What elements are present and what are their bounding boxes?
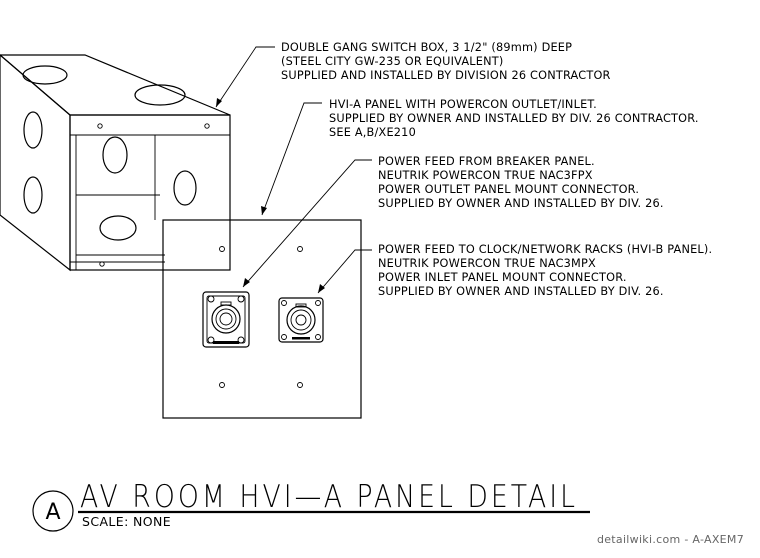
svg-text:(STEEL CITY GW-235 OR EQUIVALE: (STEEL CITY GW-235 OR EQUIVALENT) (281, 55, 503, 68)
svg-text:SUPPLIED AND INSTALLED BY DIVI: SUPPLIED AND INSTALLED BY DIVISION 26 CO… (281, 69, 611, 82)
svg-text:SUPPLIED BY OWNER AND INSTALLE: SUPPLIED BY OWNER AND INSTALLED BY DIV. … (329, 112, 699, 125)
title-block: A AV ROOM HVI—A PANEL DETAIL SCALE: NONE (32, 479, 590, 532)
svg-text:POWER FEED TO CLOCK/NETWORK RA: POWER FEED TO CLOCK/NETWORK RACKS (HVI-B… (378, 243, 712, 256)
note-power-feed-breaker: POWER FEED FROM BREAKER PANEL. NEUTRIK P… (378, 155, 664, 210)
svg-text:SUPPLIED BY OWNER AND INSTALLE: SUPPLIED BY OWNER AND INSTALLED BY DIV. … (378, 197, 664, 210)
screw-hole (297, 382, 303, 388)
svg-text:POWER OUTLET PANEL MOUNT CONNE: POWER OUTLET PANEL MOUNT CONNECTOR. (378, 183, 639, 196)
svg-text:NEUTRIK POWERCON TRUE NAC3FPX: NEUTRIK POWERCON TRUE NAC3FPX (378, 169, 593, 182)
svg-text:SEE A,B/XE210: SEE A,B/XE210 (329, 126, 416, 139)
detail-bubble (32, 490, 74, 532)
svg-text:NEUTRIK POWERCON TRUE NAC3MPX: NEUTRIK POWERCON TRUE NAC3MPX (378, 257, 596, 270)
hvi-a-panel (162, 219, 362, 419)
powercon-inlet-connector (278, 297, 324, 343)
screw-hole (297, 246, 303, 252)
switch-box (0, 54, 231, 272)
note-switch-box: DOUBLE GANG SWITCH BOX, 3 1/2" (89mm) DE… (281, 41, 611, 82)
powercon-outlet-connector (202, 291, 250, 348)
screw-hole (219, 246, 225, 252)
svg-text:SUPPLIED BY OWNER AND INSTALLE: SUPPLIED BY OWNER AND INSTALLED BY DIV. … (378, 285, 664, 298)
svg-text:DOUBLE GANG SWITCH BOX, 3 1/2": DOUBLE GANG SWITCH BOX, 3 1/2" (89mm) DE… (281, 41, 572, 54)
svg-text:POWER INLET PANEL MOUNT CONNEC: POWER INLET PANEL MOUNT CONNECTOR. (378, 271, 627, 284)
detail-title: AV ROOM HVI—A PANEL DETAIL (80, 479, 578, 515)
note-power-feed-racks: POWER FEED TO CLOCK/NETWORK RACKS (HVI-B… (378, 243, 712, 298)
scale-label: SCALE: NONE (82, 514, 171, 529)
leader-lines (215, 46, 372, 294)
note-hvi-panel: HVI-A PANEL WITH POWERCON OUTLET/INLET. … (329, 98, 699, 139)
screw-hole (219, 382, 225, 388)
watermark: detailwiki.com - A-AXEM7 (597, 533, 744, 546)
svg-text:HVI-A PANEL WITH POWERCON OUTL: HVI-A PANEL WITH POWERCON OUTLET/INLET. (329, 98, 597, 111)
detail-letter: A (45, 500, 60, 525)
svg-text:POWER FEED FROM BREAKER PANEL.: POWER FEED FROM BREAKER PANEL. (378, 155, 595, 168)
